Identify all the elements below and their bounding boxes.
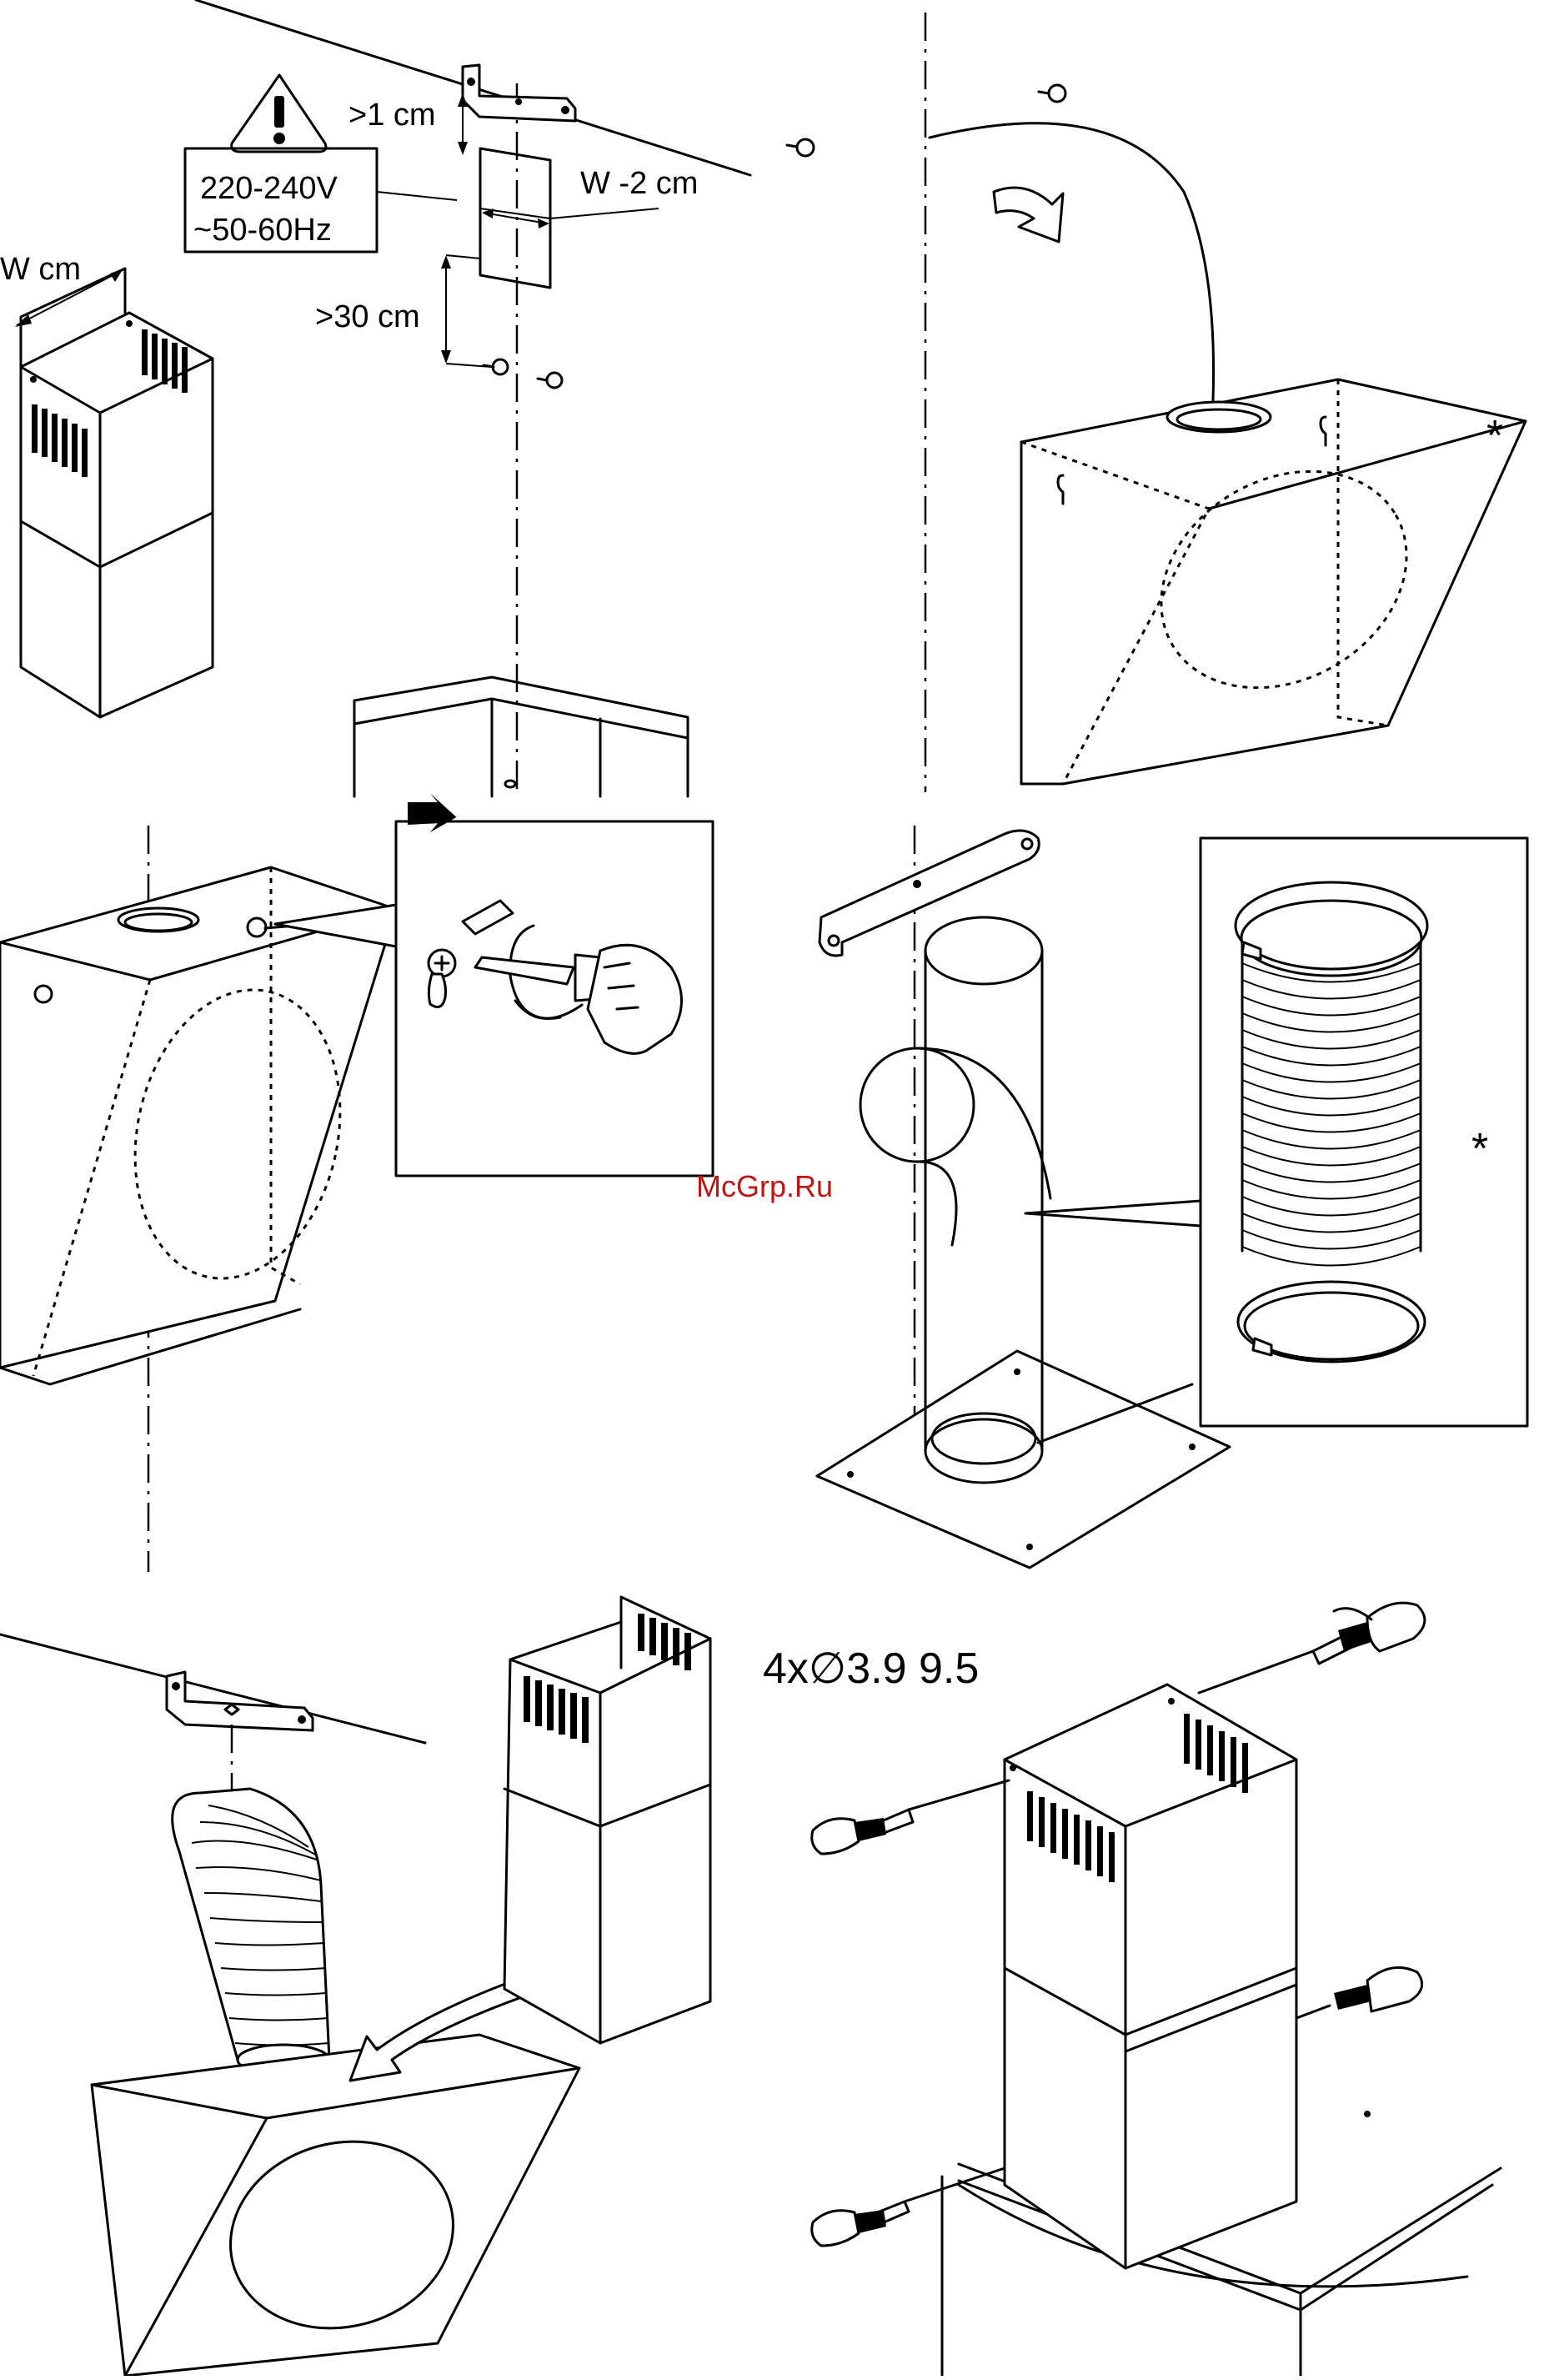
hood-body bbox=[92, 2035, 579, 2376]
frequency-label: ~50-60Hz bbox=[193, 213, 332, 248]
ceiling-bracket bbox=[167, 1672, 313, 1730]
hood-body bbox=[0, 867, 396, 1384]
panel-6-fix-chimney: 4x∅3.9 9.5 bbox=[763, 1603, 1501, 2376]
chimney-upper bbox=[504, 1597, 710, 2043]
chimney-assembled bbox=[1005, 1685, 1296, 2268]
gap-top-label: >1 cm bbox=[348, 98, 436, 133]
screw-icon bbox=[484, 359, 562, 388]
warning-icon bbox=[232, 75, 326, 152]
asterisk-mark: * bbox=[1486, 412, 1503, 460]
rotate-arrow-icon bbox=[994, 188, 1063, 242]
voltage-label: 220-240V bbox=[200, 171, 338, 206]
flexible-duct-icon bbox=[173, 1789, 329, 2075]
gap-bottom-label: >30 cm bbox=[315, 299, 420, 334]
watermark: McGrp.Ru bbox=[696, 1169, 833, 1203]
ceiling-bracket bbox=[463, 65, 575, 121]
bracket-width-label: W -2 cm bbox=[580, 166, 698, 201]
panel-5-chimney-assembly bbox=[0, 1597, 710, 2376]
panel-3-secure-hood bbox=[0, 793, 713, 1572]
chimney-width-label: W cm bbox=[0, 252, 81, 287]
hood-body bbox=[1021, 379, 1526, 784]
panel-2-hang-hood: * bbox=[787, 85, 1526, 784]
asterisk-mark: * bbox=[1471, 1125, 1488, 1173]
screw-spec-label: 4x∅3.9 9.5 bbox=[763, 1644, 979, 1693]
chimney-upper bbox=[21, 269, 213, 717]
panel-1-bracket-measurement: 220-240V ~50-60Hz >1 cm W -2 cm >30 cm bbox=[0, 0, 750, 796]
panel-4-duct-connection: * bbox=[817, 826, 1527, 1568]
